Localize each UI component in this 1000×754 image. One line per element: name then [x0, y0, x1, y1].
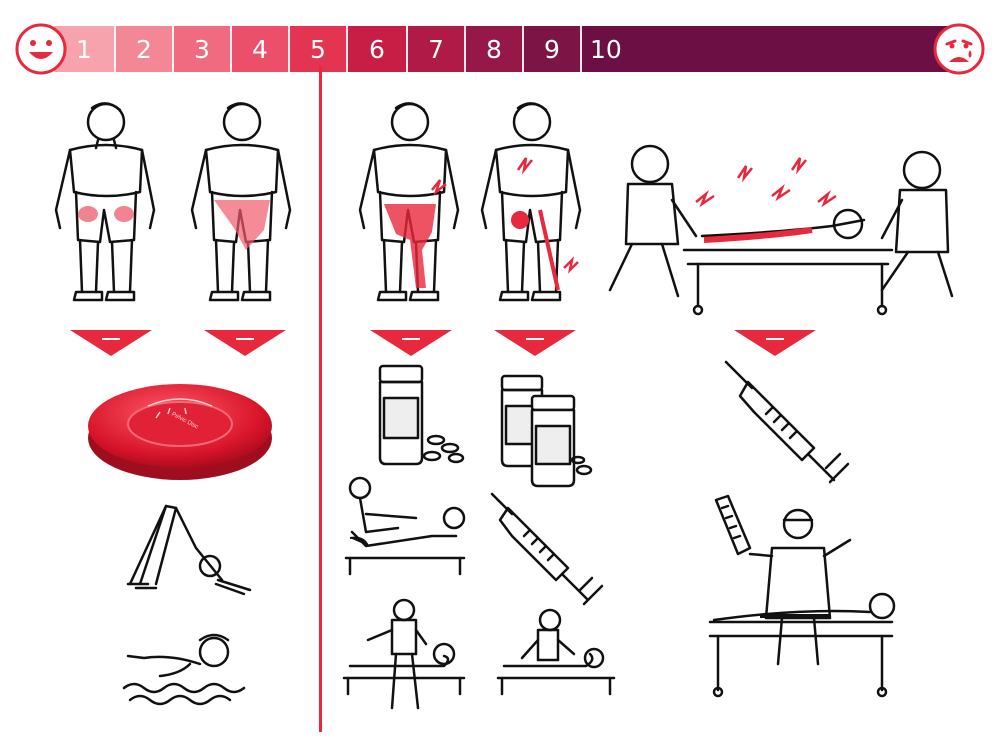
- syringe-icon: [490, 492, 604, 606]
- scale-level-label: 2: [136, 34, 152, 64]
- scale-level-label: 6: [369, 34, 385, 64]
- pelvic-disc-product: [88, 384, 272, 480]
- pill-bottles-icon: [500, 374, 593, 488]
- scale-level-10: 10: [582, 26, 964, 72]
- scale-level-5: 5: [290, 26, 348, 72]
- scale-level-8: 8: [466, 26, 524, 72]
- body-figure-severe-pain-2: [480, 102, 582, 302]
- body-figure-mild-pain-2: [190, 102, 292, 302]
- scale-level-label: 7: [428, 34, 444, 64]
- scale-level-label: 5: [310, 34, 326, 64]
- severity-divider-line: [319, 66, 322, 732]
- down-arrow-icon: [734, 330, 816, 356]
- pill-bottle-icon: [378, 364, 465, 466]
- scale-level-6: 6: [348, 26, 408, 72]
- happy-face-icon: [15, 23, 67, 75]
- scale-level-2: 2: [116, 26, 174, 72]
- body-figure-severe-pain-1: [358, 102, 460, 302]
- scale-level-label: 9: [544, 34, 560, 64]
- stretcher-emergency-scene: [608, 144, 954, 316]
- down-arrow-icon: [70, 330, 152, 356]
- surgery-scene: [708, 494, 896, 698]
- scale-level-4: 4: [232, 26, 290, 72]
- scale-level-label: 1: [76, 34, 92, 64]
- swimming-figure: [122, 633, 246, 706]
- down-arrow-icon: [204, 330, 286, 356]
- stretch-treatment-figure: [344, 476, 466, 576]
- scale-level-9: 9: [524, 26, 582, 72]
- physiotherapy-treatment-figure: [342, 598, 466, 710]
- scale-level-label: 8: [486, 34, 502, 64]
- yoga-downward-dog-figure: [126, 504, 252, 596]
- down-arrow-icon: [370, 330, 452, 356]
- massage-treatment-figure: [496, 608, 616, 696]
- scale-level-label: 4: [252, 34, 268, 64]
- scale-level-label: 10: [590, 34, 622, 64]
- pain-scale-bar: 1 2 3 4 5 6 7 8 9 10: [14, 22, 986, 76]
- body-figure-mild-pain-1: [54, 102, 156, 302]
- scale-level-3: 3: [174, 26, 232, 72]
- scale-level-label: 3: [194, 34, 210, 64]
- down-arrow-icon: [494, 330, 576, 356]
- scale-level-7: 7: [408, 26, 466, 72]
- sad-face-icon: [933, 23, 985, 75]
- syringe-large-icon: [724, 360, 850, 484]
